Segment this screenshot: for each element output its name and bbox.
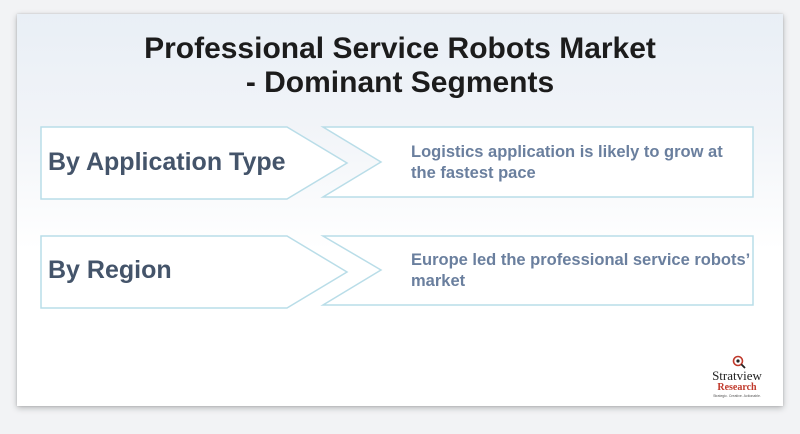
logo-name: Stratview [712, 368, 762, 383]
segment-description-region: Europe led the professional service robo… [411, 251, 750, 290]
logo-tagline: Strategic. Creative. Actionable. [713, 394, 761, 398]
segment-label-region: By Region [48, 256, 172, 284]
segment-description-application-type: Logistics application is likely to grow … [411, 143, 723, 182]
logo-sub: Research [717, 382, 757, 393]
segment-desc-shape-2 [320, 235, 754, 306]
page-title: Professional Service Robots Market - Dom… [0, 32, 800, 100]
segment-label-application-type: By Application Type [48, 148, 286, 176]
title-line-1: Professional Service Robots Market [144, 32, 656, 65]
magnifier-icon [732, 355, 746, 369]
title-line-2: - Dominant Segments [245, 66, 555, 99]
segment-label-shape-1 [40, 126, 349, 200]
segment-label-shape-2 [40, 235, 349, 309]
segment-desc-shape-1 [320, 126, 754, 198]
stratview-logo: Stratview Research Strategic. Creative. … [694, 355, 780, 403]
infographic-card [17, 14, 783, 406]
